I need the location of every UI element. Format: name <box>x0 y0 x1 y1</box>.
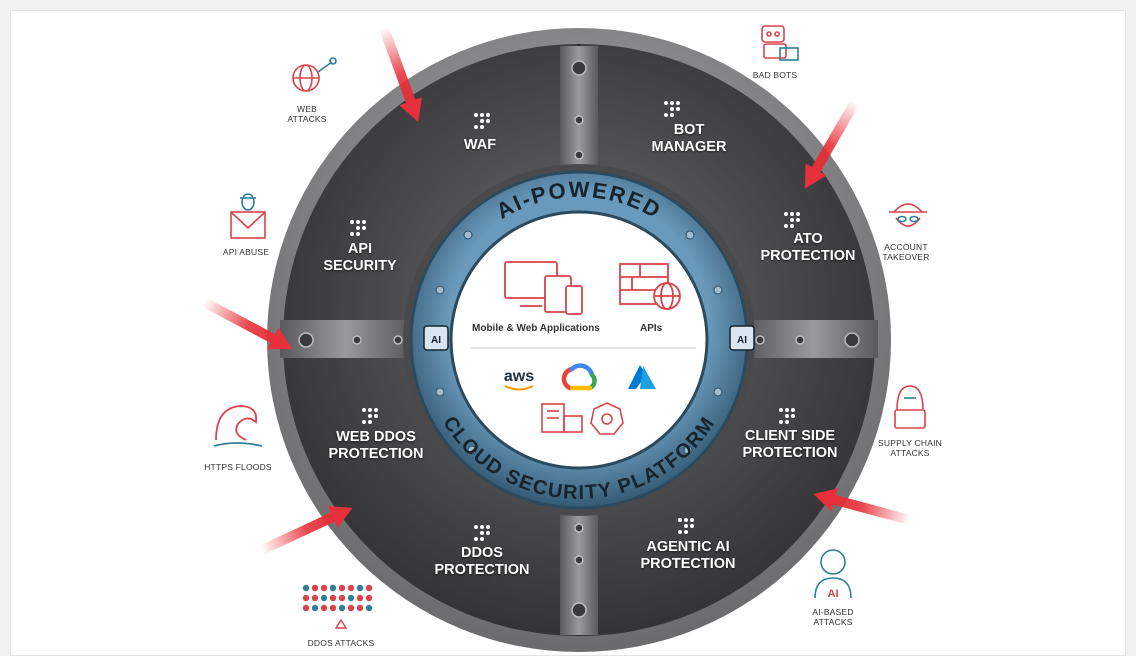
apps-label: Mobile & Web Applications <box>472 323 600 334</box>
swarm-dot <box>347 604 355 612</box>
datacenter-icon <box>541 403 583 433</box>
ai-attacker-label: AI <box>828 588 839 600</box>
bug-mail-icon <box>230 193 266 239</box>
swarm-dot <box>329 584 337 592</box>
swarm-icon <box>302 584 373 629</box>
swarm-dot <box>365 594 373 602</box>
threat-supply-chain-label: SUPPLY CHAIN ATTACKS <box>878 438 942 458</box>
apis-icon <box>619 263 681 310</box>
swarm-dot <box>329 604 337 612</box>
swarm-dot <box>311 584 319 592</box>
threat-bad-bots-label: BAD BOTS <box>752 70 798 80</box>
segment-bot-manager: BOT MANAGER <box>651 122 727 155</box>
segment-dots-icon <box>474 113 490 129</box>
segment-dots-icon <box>779 408 795 424</box>
swarm-dot <box>302 594 310 602</box>
threat-account-takeover-label: ACCOUNT TAKEOVER <box>882 242 930 262</box>
swarm-dot <box>320 604 328 612</box>
segment-dots-icon <box>362 408 378 424</box>
segment-dots-icon <box>664 101 680 117</box>
swarm-dot <box>320 584 328 592</box>
segment-dots-icon <box>678 518 694 534</box>
swarm-marker <box>334 618 348 629</box>
hacker-icon <box>894 385 926 429</box>
ai-chip-right-icon: AI <box>729 325 755 351</box>
segment-dots-icon <box>784 212 800 228</box>
ai-chip-left-label: AI <box>431 335 441 346</box>
swarm-dot <box>338 584 346 592</box>
segment-web-ddos-protection: WEB DDOS PROTECTION <box>328 429 424 462</box>
kubernetes-icon <box>590 402 624 435</box>
swarm-dot <box>365 584 373 592</box>
threat-https-floods-label: HTTPS FLOODS <box>204 462 272 472</box>
ai-chip-left-icon: AI <box>423 325 449 351</box>
aws-logo-text: aws <box>504 368 534 385</box>
hub-center <box>449 210 709 470</box>
swarm-dot <box>356 594 364 602</box>
segment-waf: WAF <box>463 137 497 153</box>
swarm-dot <box>338 604 346 612</box>
swarm-dot <box>302 584 310 592</box>
wave-icon <box>213 405 263 447</box>
segment-ddos-protection: DDOS PROTECTION <box>434 545 530 578</box>
swarm-dot <box>347 584 355 592</box>
google-cloud-icon <box>561 363 597 391</box>
threat-web-attacks: WEB ATTACKS <box>247 104 367 124</box>
swarm-dot <box>347 594 355 602</box>
threat-account-takeover: ACCOUNT TAKEOVER <box>846 242 966 262</box>
threat-ddos-attacks: DDOS ATTACKS <box>281 638 401 648</box>
aws-logo-icon: aws <box>504 368 534 391</box>
swarm-dot <box>302 604 310 612</box>
swarm-dot <box>356 584 364 592</box>
swarm-dot <box>338 594 346 602</box>
threat-ai-based-label: AI-BASED ATTACKS <box>812 607 854 627</box>
azure-icon <box>628 365 656 389</box>
apis-label: APIs <box>640 323 663 334</box>
swarm-dot <box>311 604 319 612</box>
segment-dots-icon <box>474 525 490 541</box>
segment-api-security: API SECURITY <box>323 241 397 274</box>
ai-attacker-icon: AI <box>814 549 852 600</box>
swarm-dot <box>320 594 328 602</box>
ai-chip-right-label: AI <box>737 335 747 346</box>
swarm-dot <box>329 594 337 602</box>
spy-icon <box>889 203 927 227</box>
segment-client-side-protection: CLIENT SIDE PROTECTION <box>742 428 838 461</box>
swarm-dot <box>356 604 364 612</box>
swarm-dot <box>311 594 319 602</box>
robot-icon <box>761 25 799 61</box>
threat-web-attacks-label: WEB ATTACKS <box>287 104 327 124</box>
threat-ai-based: AI-BASED ATTACKS <box>773 607 893 627</box>
segment-dots-icon <box>350 220 366 236</box>
segment-agentic-ai-protection: AGENTIC AI PROTECTION <box>640 539 736 572</box>
threat-https-floods: HTTPS FLOODS <box>178 462 298 472</box>
threat-api-abuse-label: API ABUSE <box>222 247 270 257</box>
threat-ddos-attacks-label: DDOS ATTACKS <box>307 638 375 648</box>
ring-bolts <box>435 230 723 455</box>
swarm-dot <box>365 604 373 612</box>
threat-api-abuse: API ABUSE <box>186 247 306 257</box>
devices-icon <box>504 261 583 315</box>
globe-attack-icon <box>292 57 337 92</box>
segment-dot-icons <box>350 101 800 541</box>
threat-bad-bots: BAD BOTS <box>715 70 835 80</box>
segment-ato-protection: ATO PROTECTION <box>760 231 856 264</box>
threat-supply-chain: SUPPLY CHAIN ATTACKS <box>850 438 970 458</box>
rivets <box>298 60 860 618</box>
